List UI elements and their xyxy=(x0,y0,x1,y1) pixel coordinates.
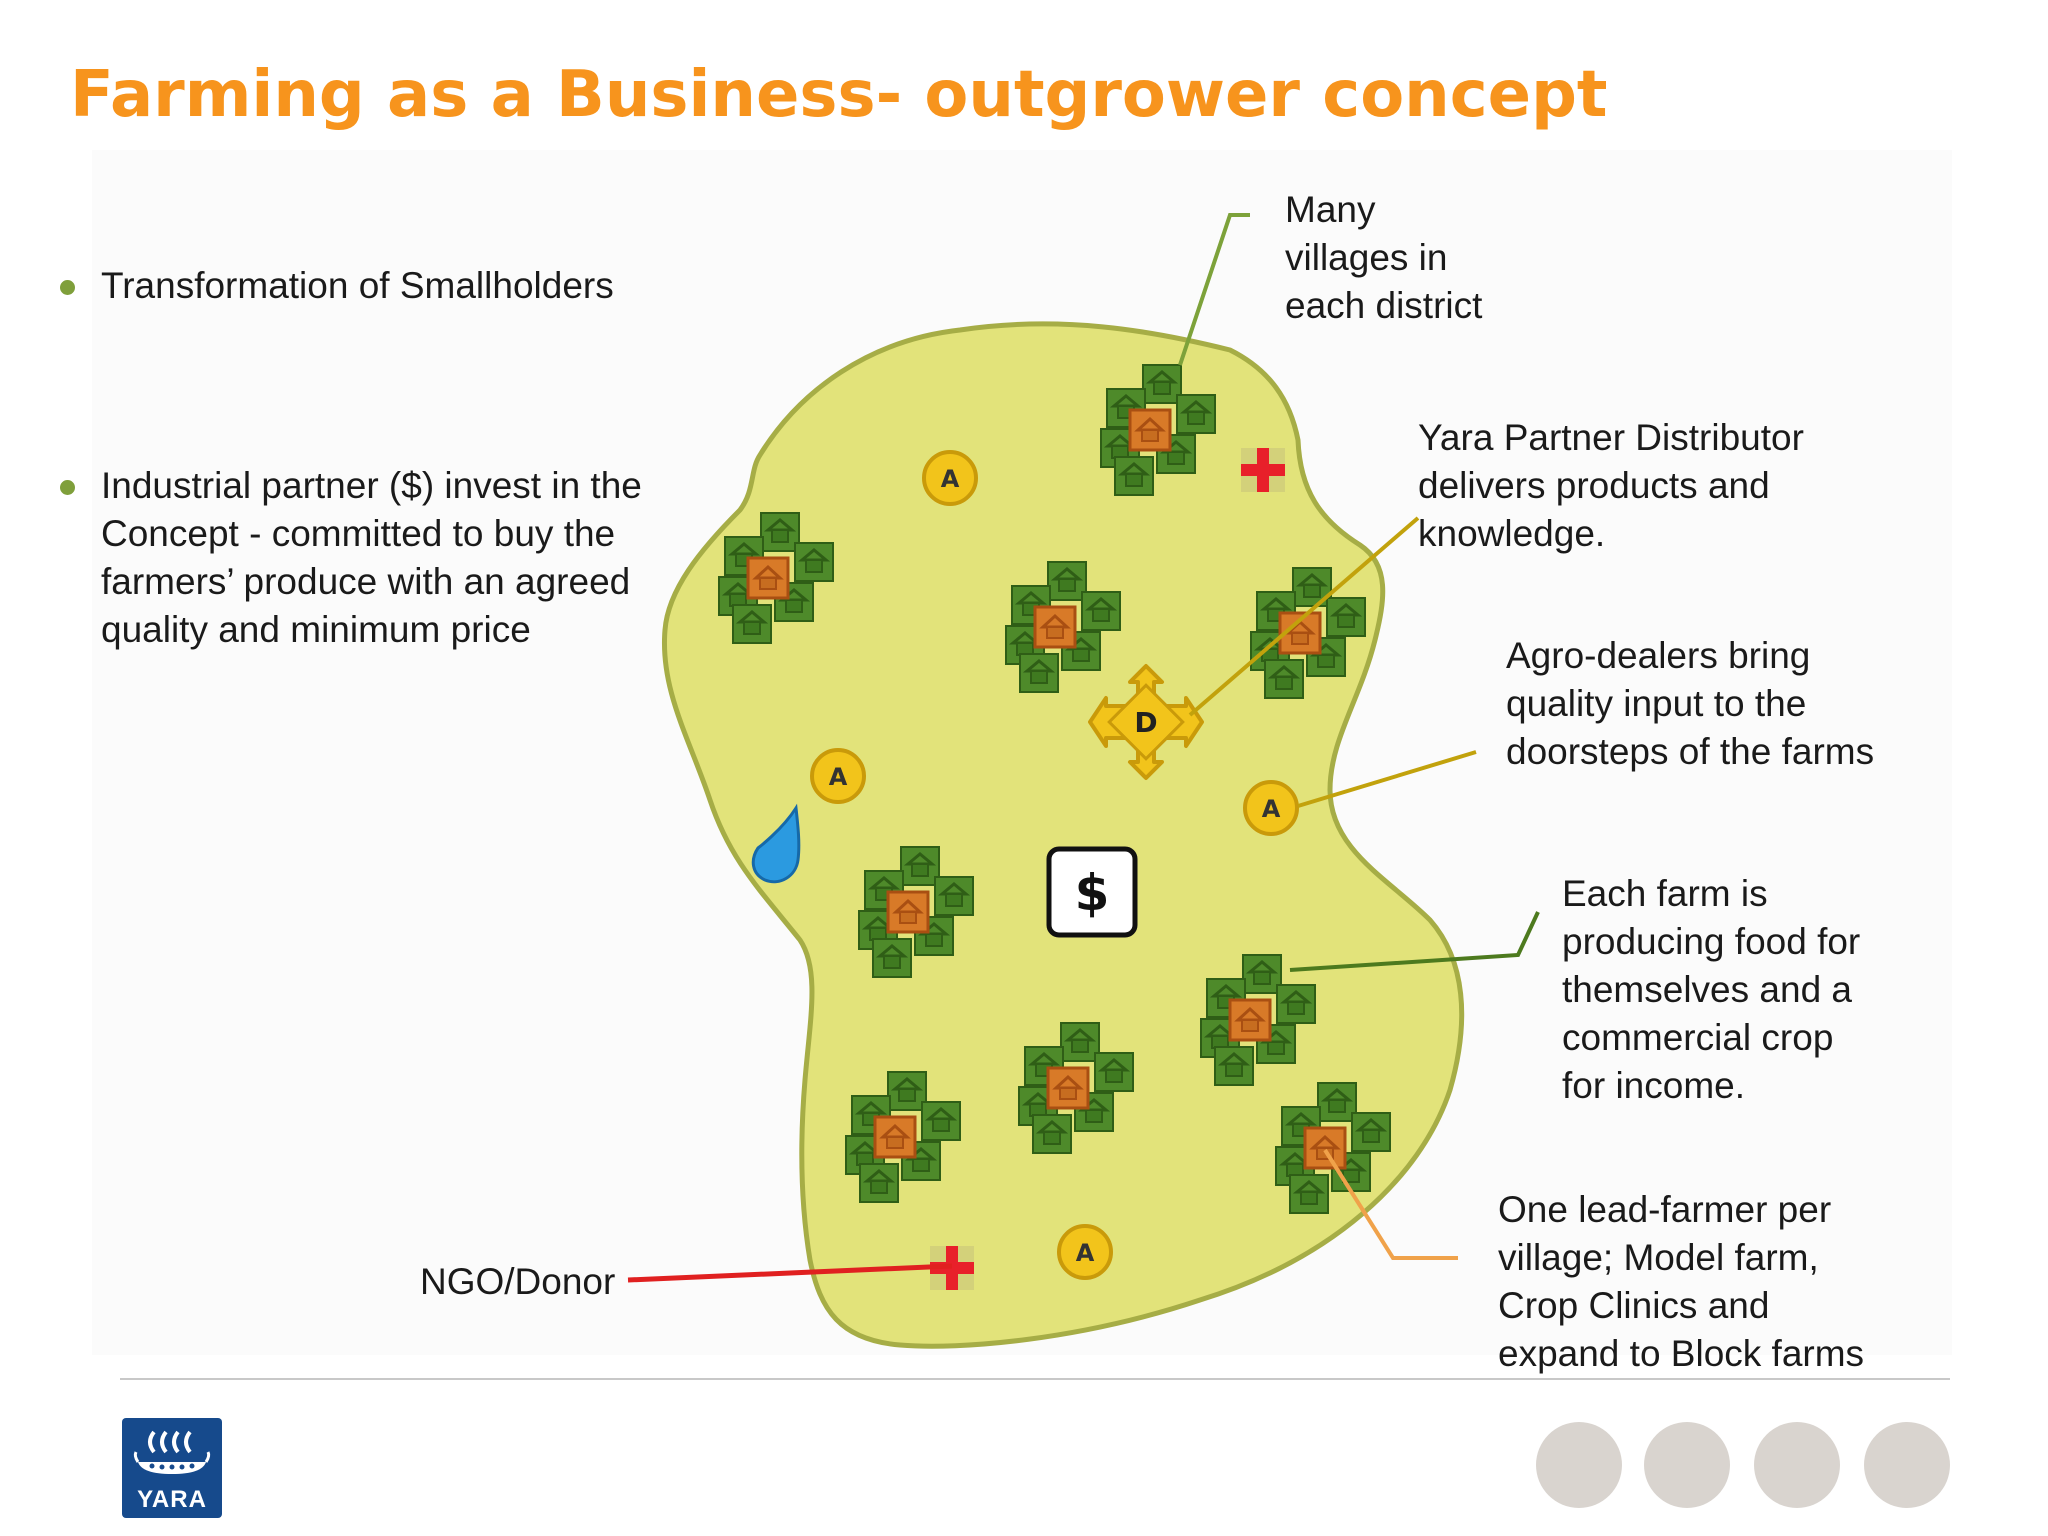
callout-lead-farmer: One lead-farmer per village; Model farm,… xyxy=(1498,1189,1865,1374)
ngo-leader-line xyxy=(627,1263,953,1283)
water-drop-icon xyxy=(751,803,801,884)
callout-distributor: Yara Partner Distributor delivers produc… xyxy=(1418,417,1804,554)
villages-leader-line xyxy=(1178,213,1250,366)
bullet-text: Transformation of Smallholders xyxy=(101,265,614,306)
callout-ngo: NGO/Donor xyxy=(420,1261,616,1302)
district-map-shape xyxy=(661,321,1465,1349)
svg-text:$: $ xyxy=(1075,864,1110,922)
ngo-cross-icon xyxy=(1241,448,1285,492)
bullet-item: Industrial partner ($) invest in the Con… xyxy=(60,462,680,654)
agro-dealer-leader-line xyxy=(1297,750,1477,808)
logo-wordmark: YARA xyxy=(137,1486,207,1513)
footer-divider xyxy=(120,1378,1950,1380)
bullet-dot-icon xyxy=(60,480,75,495)
nav-dot[interactable] xyxy=(1644,1422,1730,1508)
svg-text:A: A xyxy=(829,763,848,791)
distributor-leader-line xyxy=(1188,516,1420,717)
nav-dot[interactable] xyxy=(1864,1422,1950,1508)
svg-text:A: A xyxy=(1262,795,1281,823)
agro-dealer-icon: A xyxy=(810,748,866,804)
callout-agro-dealers: Agro-dealers bring quality input to the … xyxy=(1506,635,1875,772)
bullet-text: Industrial partner ($) invest in the Con… xyxy=(101,465,642,650)
bullet-item: Transformation of Smallholders xyxy=(60,262,680,310)
nav-dot[interactable] xyxy=(1754,1422,1840,1508)
viking-ship-icon xyxy=(133,1430,211,1474)
lead-farmer-leader-line xyxy=(1323,1148,1458,1260)
distributor-icon: D xyxy=(1088,664,1204,780)
yara-logo: YARA xyxy=(122,1418,222,1518)
agro-dealer-icon: A xyxy=(1057,1224,1113,1280)
each-farm-leader-line xyxy=(1289,911,1540,972)
nav-dot[interactable] xyxy=(1536,1422,1622,1508)
agro-dealer-icon: A xyxy=(1243,780,1299,836)
svg-text:A: A xyxy=(941,465,960,493)
bullet-dot-icon xyxy=(60,280,75,295)
svg-text:A: A xyxy=(1076,1239,1095,1267)
svg-text:D: D xyxy=(1134,706,1157,739)
footer-nav-dots xyxy=(1536,1422,1956,1512)
agro-dealer-icon: A xyxy=(922,450,978,506)
callout-each-farm: Each farm is producing food for themselv… xyxy=(1562,873,1861,1106)
slide-title: Farming as a Business- outgrower concept xyxy=(70,58,1608,132)
callout-villages: Many villages in each district xyxy=(1285,189,1483,326)
industrial-partner-icon: $ xyxy=(1046,846,1138,938)
